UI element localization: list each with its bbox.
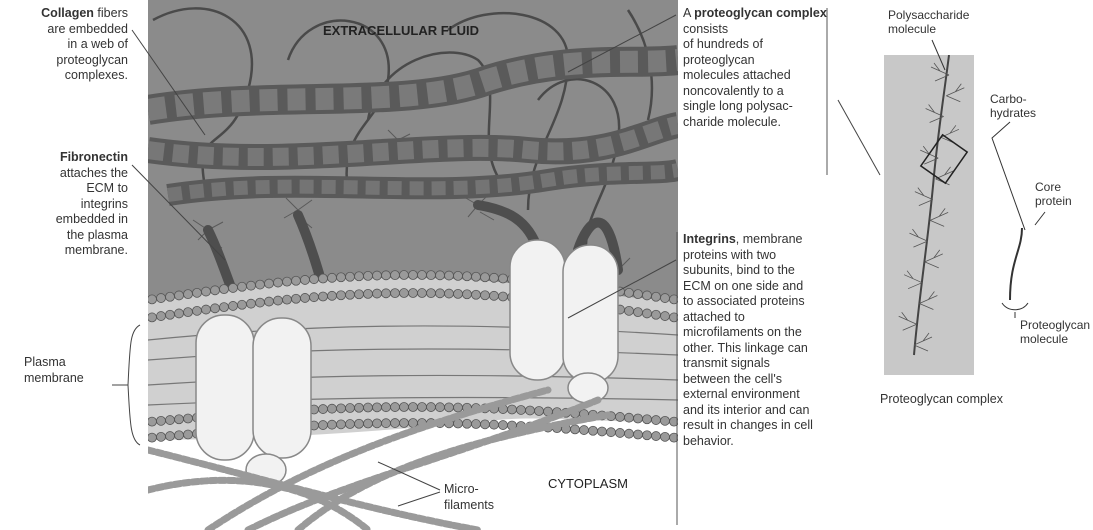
inset-leader-lines (0, 0, 1093, 530)
